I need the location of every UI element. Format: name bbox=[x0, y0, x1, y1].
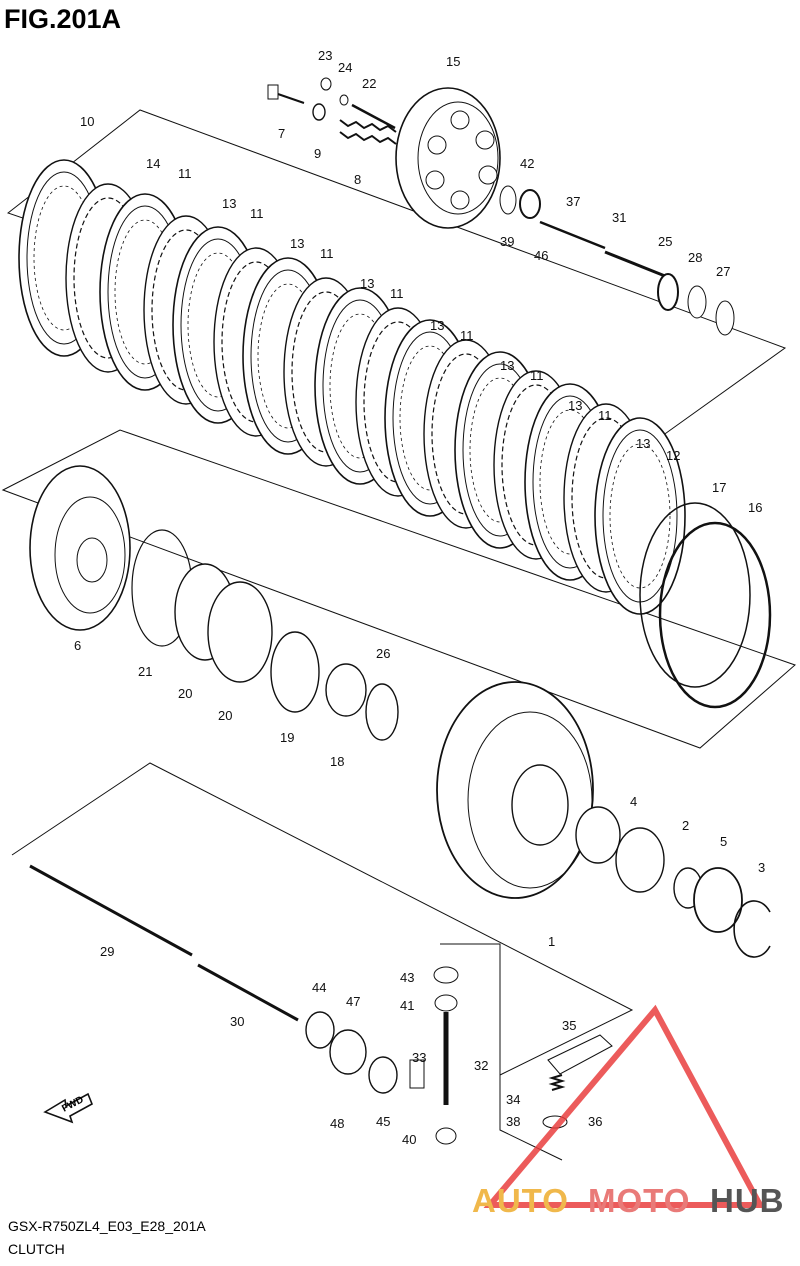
callout-36: 36 bbox=[588, 1114, 602, 1129]
callout-31: 31 bbox=[612, 210, 626, 225]
callout-5: 5 bbox=[720, 834, 727, 849]
callout-19: 19 bbox=[280, 730, 294, 745]
pressure-plate bbox=[395, 87, 501, 229]
callout-2: 2 bbox=[682, 818, 689, 833]
model-code: GSX-R750ZL4_E03_E28_201A bbox=[8, 1218, 206, 1234]
callout-11c: 11 bbox=[320, 246, 334, 261]
callout-15: 15 bbox=[446, 54, 460, 69]
callout-13g: 13 bbox=[636, 436, 650, 451]
callout-13e: 13 bbox=[500, 358, 514, 373]
callout-35: 35 bbox=[562, 1018, 576, 1033]
spring-seat-ring bbox=[639, 502, 751, 688]
watermark-part2: MOTO bbox=[588, 1182, 690, 1219]
bearing-43 bbox=[433, 966, 459, 984]
primary-driven-gear bbox=[436, 681, 594, 899]
needle-bearing bbox=[615, 827, 665, 893]
callout-17: 17 bbox=[712, 480, 726, 495]
callout-38: 38 bbox=[506, 1114, 520, 1129]
callout-16: 16 bbox=[748, 500, 762, 515]
callout-11d: 11 bbox=[390, 286, 404, 301]
callout-14: 14 bbox=[146, 156, 160, 171]
callout-18: 18 bbox=[330, 754, 344, 769]
callout-23: 23 bbox=[318, 48, 332, 63]
release-arm-35 bbox=[547, 1034, 613, 1075]
retainer-47 bbox=[329, 1029, 367, 1075]
callout-8: 8 bbox=[354, 172, 361, 187]
callout-11a: 11 bbox=[178, 166, 192, 181]
callout-20b: 20 bbox=[218, 708, 232, 723]
pin-33 bbox=[409, 1059, 425, 1089]
push-piece-group bbox=[499, 185, 735, 336]
callout-12: 12 bbox=[666, 448, 680, 463]
one-way-clutch bbox=[270, 631, 320, 713]
callout-28: 28 bbox=[688, 250, 702, 265]
callout-44: 44 bbox=[312, 980, 326, 995]
callout-39: 39 bbox=[500, 234, 514, 249]
watermark-part1: AUTO bbox=[472, 1182, 569, 1219]
callout-46: 46 bbox=[534, 248, 548, 263]
callout-3: 3 bbox=[758, 860, 765, 875]
callout-48: 48 bbox=[330, 1116, 344, 1131]
spring-34 bbox=[548, 1074, 566, 1091]
callout-47: 47 bbox=[346, 994, 360, 1009]
callout-24: 24 bbox=[338, 60, 352, 75]
callout-40: 40 bbox=[402, 1132, 416, 1147]
spacer-4 bbox=[575, 806, 621, 864]
callout-29: 29 bbox=[100, 944, 114, 959]
automotohub-watermark: AUTO MOTO HUB bbox=[472, 1004, 785, 1219]
callout-25: 25 bbox=[658, 234, 672, 249]
callout-1: 1 bbox=[548, 934, 555, 949]
callout-13f: 13 bbox=[568, 398, 582, 413]
callout-11e: 11 bbox=[460, 328, 474, 343]
callout-32: 32 bbox=[474, 1058, 488, 1073]
callout-13d: 13 bbox=[430, 318, 444, 333]
callout-21: 21 bbox=[138, 664, 152, 679]
oil-seal-44 bbox=[305, 1011, 335, 1049]
callout-20a: 20 bbox=[178, 686, 192, 701]
callout-10: 10 bbox=[80, 114, 94, 129]
callout-9: 9 bbox=[314, 146, 321, 161]
watermark-part3: HUB bbox=[710, 1182, 785, 1219]
callout-42: 42 bbox=[520, 156, 534, 171]
callout-37: 37 bbox=[566, 194, 580, 209]
push-rod-29 bbox=[29, 864, 193, 957]
section-name: CLUTCH bbox=[8, 1241, 65, 1257]
callout-6: 6 bbox=[74, 638, 81, 653]
judder-spring bbox=[207, 581, 273, 683]
callout-7: 7 bbox=[278, 126, 285, 141]
callout-13a: 13 bbox=[222, 196, 236, 211]
callout-26: 26 bbox=[376, 646, 390, 661]
callout-labels: 23 24 22 15 7 9 8 10 14 11 13 11 13 11 1… bbox=[74, 48, 765, 1147]
figure-title: FIG.201A bbox=[4, 4, 122, 34]
callout-43: 43 bbox=[400, 970, 414, 985]
wire-ring bbox=[658, 521, 772, 709]
callout-22: 22 bbox=[362, 76, 376, 91]
callout-41: 41 bbox=[400, 998, 414, 1013]
callout-11g: 11 bbox=[598, 408, 612, 423]
bearing-40 bbox=[435, 1127, 457, 1145]
callout-11f: 11 bbox=[530, 368, 544, 383]
clutch-sleeve-hub bbox=[29, 465, 131, 631]
bolt-spring-group bbox=[267, 77, 397, 145]
callout-27: 27 bbox=[716, 264, 730, 279]
callout-4: 4 bbox=[630, 794, 637, 809]
push-rod-30 bbox=[197, 963, 299, 1022]
callout-45: 45 bbox=[376, 1114, 390, 1129]
fwd-arrow-icon: FWD bbox=[43, 1092, 94, 1124]
callout-33: 33 bbox=[412, 1050, 426, 1065]
thrust-washer-26 bbox=[365, 683, 399, 741]
callout-30: 30 bbox=[230, 1014, 244, 1029]
callout-13b: 13 bbox=[290, 236, 304, 251]
callout-34: 34 bbox=[506, 1092, 520, 1107]
cam-hub bbox=[325, 663, 367, 717]
circlip-3 bbox=[733, 900, 771, 958]
bearing-41 bbox=[434, 994, 458, 1012]
needle-bearing-5 bbox=[693, 867, 743, 933]
oil-seal-45 bbox=[368, 1056, 398, 1094]
callout-11b: 11 bbox=[250, 206, 264, 221]
callout-13c: 13 bbox=[360, 276, 374, 291]
